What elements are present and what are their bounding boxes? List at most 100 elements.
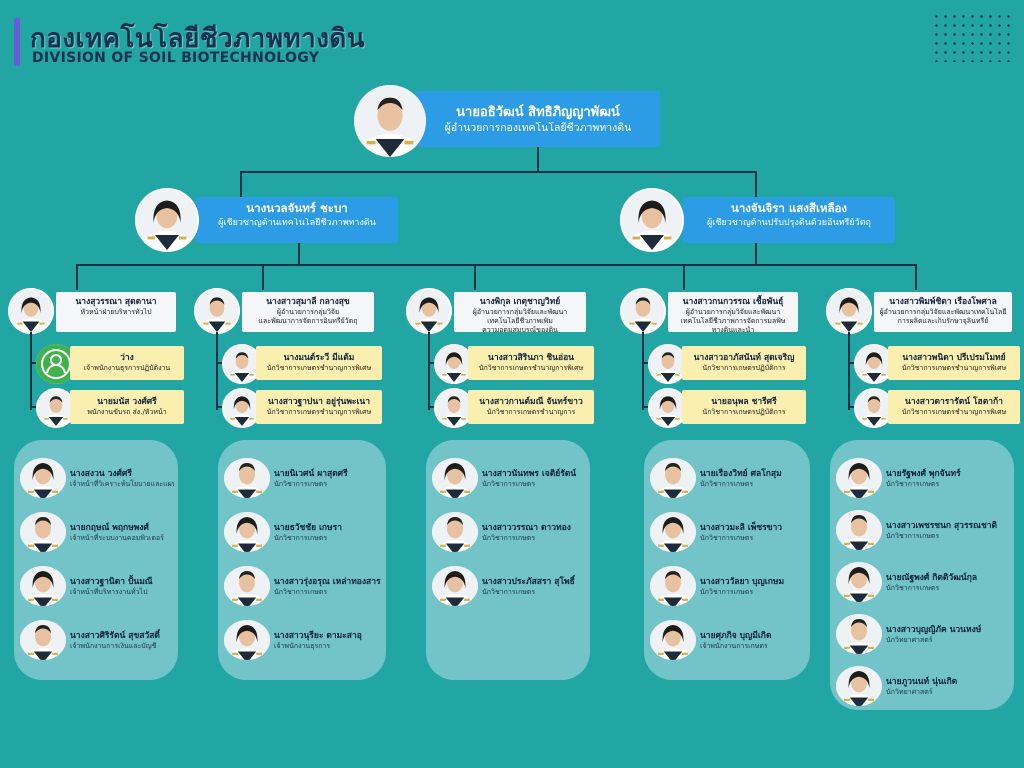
sub-staff-photo [434,388,474,428]
staff-name: นางสาวเพชรชนก สุวรรณชาติ [886,521,998,531]
connector-line [76,264,916,266]
person-name: นางมนต์ระวี มีแต้ม [283,353,355,363]
expert-photo [135,188,199,252]
staff-name: นางสาวมะลิ เพ็ชรขาว [700,523,783,533]
person-name: นางสาวอาภัสนันท์ สุดเจริญ [693,353,795,363]
staff-photo [650,566,696,606]
connector-line [848,332,850,410]
sub-staff-card: นางสาวอาภัสนันท์ สุดเจริญนักวิชาการเกษตร… [682,346,806,380]
staff-photo [432,566,478,606]
staff-name: นายนิเวศน์ ผาสุตศรี [274,469,348,479]
staff-photo [650,512,696,552]
person-name: นางสาวสุมาลี กลางสุข [266,297,350,307]
expert-photo [620,188,684,252]
staff-position: เจ้าหน้าที่วิเคราะห์นโยบายและแผน [70,480,174,488]
staff-name: นางสาวนันทพร เจติย์รัตน์ [482,469,577,479]
person-position: นักวิชาการเกษตรปฏิบัติการ [702,364,786,372]
group-head-photo [194,288,240,334]
person-position: เทคโนโลยีชีวภาพเพิ่ม [487,316,553,325]
connector-line [76,264,78,290]
connector-line [262,264,264,290]
staff-name: นางสาวศิริรัตน์ สุขสวัสดิ์ [70,631,160,641]
staff-photo [20,620,66,660]
staff-photo [20,512,66,552]
sub-staff-card: นางสาวดารารัตน์ โฮตาก้านักวิชาการเกษตรชำ… [888,390,1020,424]
staff-position: นักวิชาการเกษตร [700,480,754,488]
person-name: นางสาวฐาปนา อยู่รุ่นพะเนา [268,397,370,407]
staff-position: เจ้าพนักงานการเกษตร [700,642,768,650]
group-head-card: นางสาวกนกวรรณ เชื้อพันธุ์ผู้อำนวยการกลุ่… [668,292,798,332]
person-position: ความอุดมสมบูรณ์ของดิน [482,325,558,333]
staff-position: นักวิชาการเกษตร [886,532,940,540]
staff-name: นายรัฐพงศ์ พุกจันทร์ [886,469,961,479]
staff-position: นักวิชาการเกษตร [274,534,328,542]
staff-position: เจ้าหน้าที่ระบบงานคอมพิวเตอร์ [70,534,164,542]
person-name: นางนวลจันทร์ ชะบา [246,201,348,215]
person-position: ผู้อำนวยการกลุ่มวิจัยและพัฒนา [472,308,568,316]
staff-position: นักวิชาการเกษตร [700,534,754,542]
staff-photo [224,512,270,552]
staff-photo [224,566,270,606]
person-position: ผู้เชี่ยวชาญด้านเทคโนโลยีชีวภาพทางดิน [218,218,376,228]
staff-photo [836,666,882,706]
person-position: เจ้าพนักงานธุรการปฏิบัติงาน [83,364,171,372]
staff-photo [20,458,66,498]
person-name: นางสาวกานต์มณี จันทร์ขาว [479,397,583,407]
vacant-avatar-icon [36,344,76,384]
staff-name: นางสาววรรณา ดาวทอง [482,523,571,533]
person-position: นักวิชาการเกษตรชำนาญการพิเศษ [478,364,584,372]
expert-card: นางนวลจันทร์ ชะบาผู้เชี่ยวชาญด้านเทคโนโล… [196,197,398,243]
staff-position: นักวิชาการเกษตร [482,534,536,542]
person-name: นายอนุพล ชารีศรี [711,397,777,407]
dot-grid-decoration [932,12,1016,62]
expert-card: นางจันจิรา แสงสีเหลืองผู้เชี่ยวชาญด้านปร… [683,197,895,243]
page-subtitle: DIVISION OF SOIL BIOTECHNOLOGY [32,50,320,66]
staff-name: นางสาววัลยา บุญเกษม [700,577,785,587]
person-name: นางสาวพิมพ์ชิตา เรืองโพศาล [889,297,997,307]
group-head-card: นางสุวรรณา สุดตานาหัวหน้าฝ่ายบริหารทั่วไ… [56,292,176,332]
sub-staff-photo [854,388,894,428]
person-position: นักวิชาการเกษตรปฏิบัติการ [702,408,786,416]
sub-staff-card: นายอนุพล ชารีศรีนักวิชาการเกษตรปฏิบัติกา… [682,390,806,424]
staff-name: นายกฤษณ์ พฤกษพงศ์ [70,523,149,533]
person-position: นักวิชาการเกษตรชำนาญการพิเศษ [266,364,372,372]
staff-name: นางสาวฐานิดา ปั้นมณี [70,577,153,587]
person-position: พนักงานขับรถ ส่ง./หัวหน้า [87,408,167,416]
sub-staff-card: นางมนต์ระวี มีแต้มนักวิชาการเกษตรชำนาญกา… [256,346,382,380]
sub-staff-photo [222,388,262,428]
person-position: ทางดินและน้ำ [711,325,755,333]
sub-staff-card: นายมนัส วงศ์ศรีพนักงานขับรถ ส่ง./หัวหน้า [70,390,184,424]
person-position: การผลิตและเก็บรักษาจุลินทรีย์ [897,316,989,325]
staff-photo [836,614,882,654]
staff-photo [224,620,270,660]
person-position: ผู้อำนวยการกองเทคโนโลยีชีวภาพทางดิน [444,122,632,134]
sub-staff-photo [434,344,474,384]
director-photo [354,85,426,157]
connector-line [216,332,218,410]
director-card: นายอธิวัฒน์ สิทธิภิญญาพัฒน์ผู้อำนวยการกอ… [416,91,660,147]
connector-line [240,171,756,173]
person-position: นักวิชาการเกษตรชำนาญการพิเศษ [901,364,1007,372]
staff-name: นางสงวน วงศ์ศรี [70,469,132,479]
person-name: นางสาวกนกวรรณ เชื้อพันธุ์ [682,297,784,307]
person-position: ผู้อำนวยการกลุ่มวิจัยและพัฒนา [685,308,781,316]
connector-line [298,243,300,265]
person-name: นางพิกุล เกตุชาญวิทย์ [479,297,561,307]
person-name: นางสุวรรณา สุดตานา [75,297,157,307]
person-position: หัวหน้าฝ่ายบริหารทั่วไป [80,308,152,316]
staff-name: นางสาวรุ่งอรุณ เหล่าทองสาร [274,577,381,587]
person-name: นางสาวสิรินภา ชินอ่อน [488,353,574,363]
sub-staff-card: นางสาวฐาปนา อยู่รุ่นพะเนานักวิชาการเกษตร… [256,390,382,424]
staff-position: นักวิชาการเกษตร [482,480,536,488]
connector-line [755,243,757,265]
person-position: เทคโนโลยีชีวภาพการจัดการมลพิษ [680,316,786,325]
staff-position: นักวิชาการเกษตร [274,480,328,488]
staff-photo [432,458,478,498]
staff-position: เจ้าพนักงานการเงินและบัญชี [70,642,157,650]
staff-photo [836,458,882,498]
person-name: นางสาวดารารัตน์ โฮตาก้า [905,397,1003,407]
person-name: นายอธิวัฒน์ สิทธิภิญญาพัฒน์ [456,105,620,120]
staff-position: นักวิชาการเกษตร [886,480,940,488]
staff-name: นายภูวนนท์ นุ่นเกิด [886,677,958,687]
